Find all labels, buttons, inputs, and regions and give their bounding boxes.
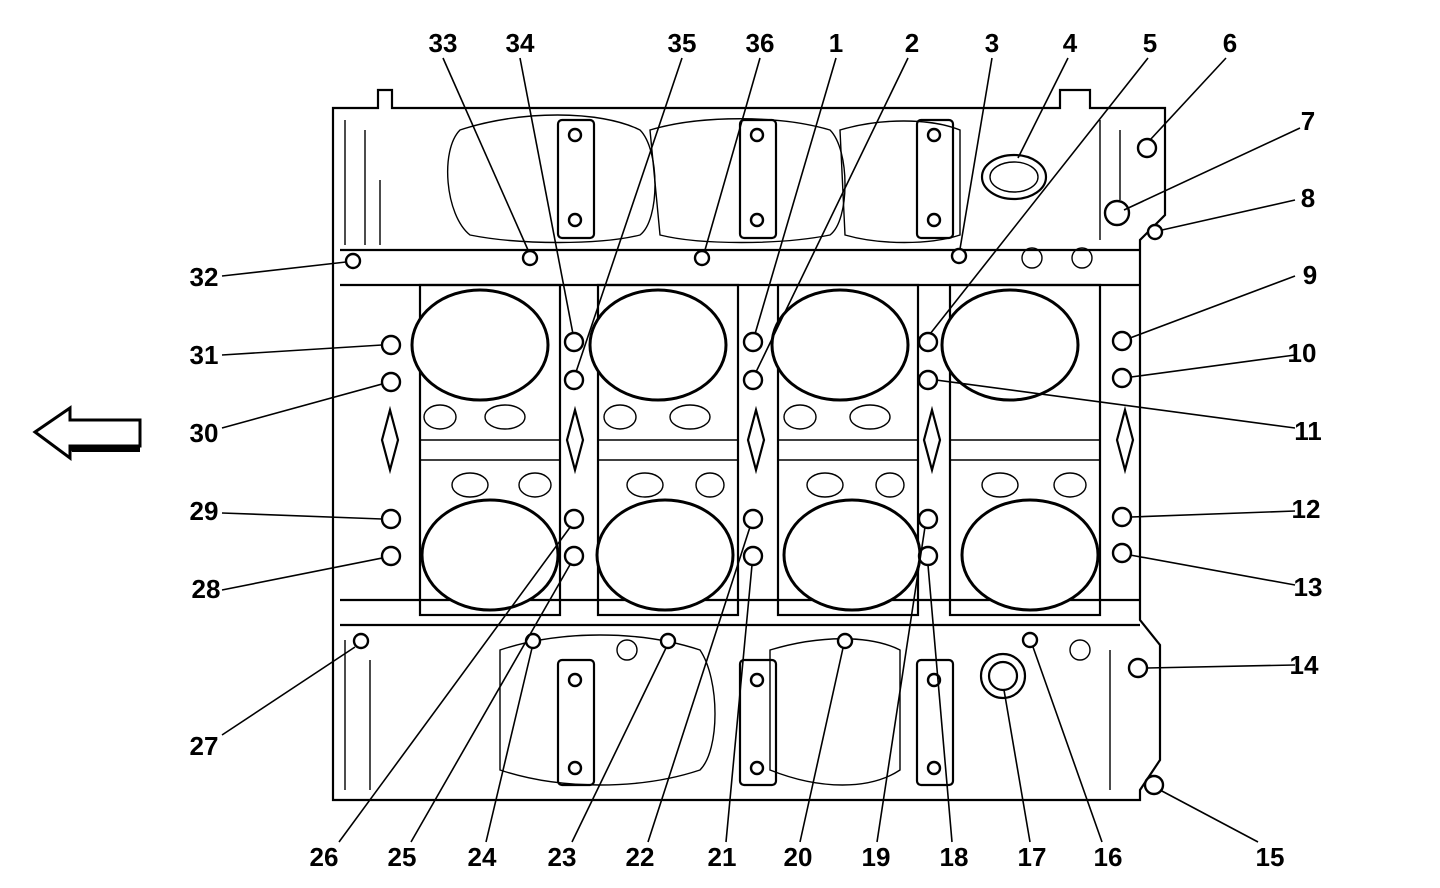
callout-20: 20 [784, 842, 813, 872]
cylinder-bores [410, 283, 1102, 617]
left-arrow-icon [32, 405, 142, 461]
callout-8: 8 [1301, 183, 1315, 213]
callout-18: 18 [940, 842, 969, 872]
callout-23: 23 [548, 842, 577, 872]
callout-17: 17 [1018, 842, 1047, 872]
callout-31: 31 [190, 340, 219, 370]
callout-21: 21 [708, 842, 737, 872]
main-cap-ribs [380, 405, 1135, 475]
callout-10: 10 [1288, 338, 1317, 368]
callout-4: 4 [1063, 28, 1078, 58]
callout-9: 9 [1303, 260, 1317, 290]
callout-labels: 33 34 35 36 1 2 3 4 5 6 7 8 9 10 11 12 1… [190, 28, 1323, 872]
callout-13: 13 [1294, 572, 1323, 602]
callout-6: 6 [1223, 28, 1237, 58]
callout-14: 14 [1290, 650, 1319, 680]
callout-33: 33 [429, 28, 458, 58]
upper-crank-webs [446, 114, 1048, 244]
callout-2: 2 [905, 28, 919, 58]
callout-3: 3 [985, 28, 999, 58]
callout-28: 28 [192, 574, 221, 604]
callout-26: 26 [310, 842, 339, 872]
callout-34: 34 [506, 28, 535, 58]
callout-29: 29 [190, 496, 219, 526]
callout-1: 1 [829, 28, 843, 58]
callout-22: 22 [626, 842, 655, 872]
callout-27: 27 [190, 731, 219, 761]
callout-19: 19 [862, 842, 891, 872]
callout-7: 7 [1301, 106, 1315, 136]
leader-lines [221, 57, 1301, 843]
callout-32: 32 [190, 262, 219, 292]
callout-25: 25 [388, 842, 417, 872]
lower-crank-webs [499, 247, 1093, 787]
callout-11: 11 [1294, 416, 1322, 446]
callout-12: 12 [1292, 494, 1321, 524]
callout-36: 36 [746, 28, 775, 58]
callout-15: 15 [1256, 842, 1285, 872]
callout-5: 5 [1143, 28, 1157, 58]
callout-16: 16 [1094, 842, 1123, 872]
callout-24: 24 [468, 842, 497, 872]
callout-35: 35 [668, 28, 697, 58]
callout-30: 30 [190, 418, 219, 448]
